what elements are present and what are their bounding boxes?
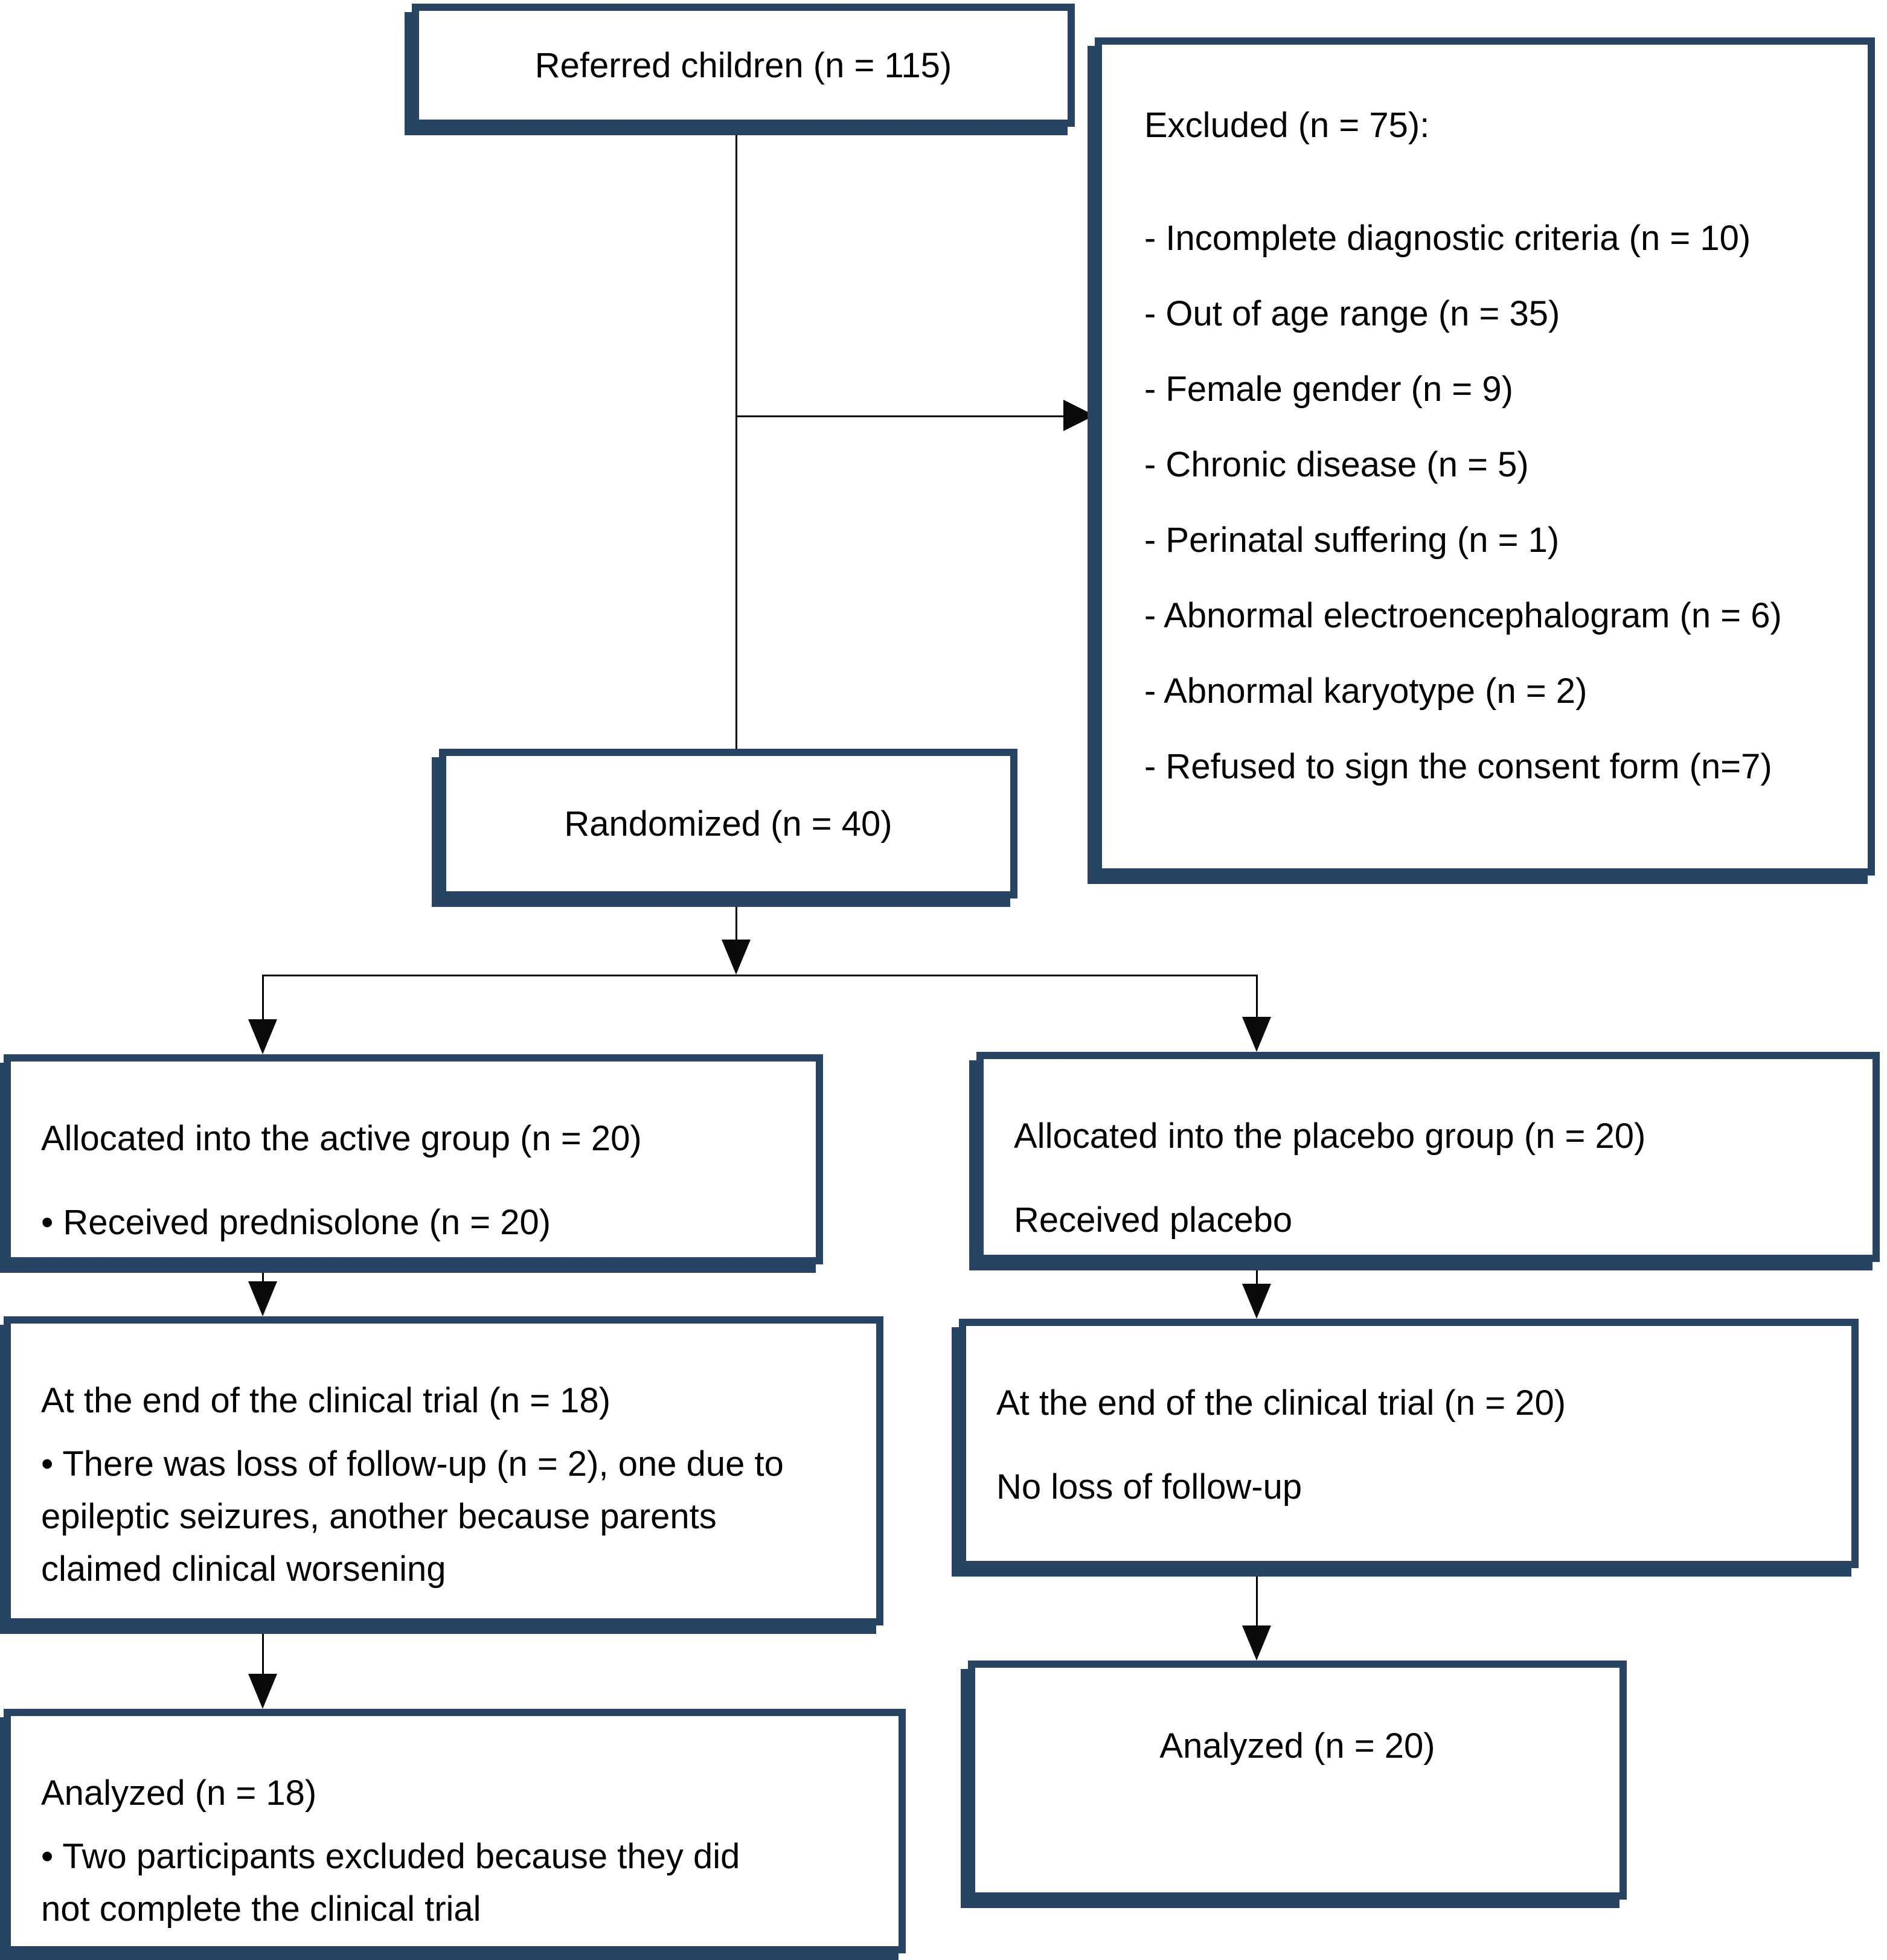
analyzed-placebo-box: Analyzed (n = 20) — [968, 1661, 1627, 1900]
randomized-box: Randomized (n = 40) — [439, 749, 1017, 898]
allocated-placebo-title: Allocated into the placebo group (n = 20… — [1014, 1116, 1646, 1156]
excluded-box: Excluded (n = 75): - Incomplete diagnost… — [1095, 37, 1875, 876]
arrow-down-active-analyzed-icon — [248, 1674, 277, 1709]
arrow-down-placebo-analyzed-icon — [1242, 1625, 1271, 1661]
end-placebo-title: At the end of the clinical trial (n = 20… — [996, 1383, 1566, 1423]
connector-split-horizontal-line — [262, 975, 1257, 976]
excluded-item: - Female gender (n = 9) — [1144, 370, 1513, 409]
allocated-active-title: Allocated into the active group (n = 20) — [41, 1119, 642, 1158]
excluded-item: - Refused to sign the consent form (n=7) — [1144, 747, 1772, 786]
excluded-item: - Out of age range (n = 35) — [1144, 294, 1560, 333]
arrow-down-active-allocation-icon — [248, 1019, 277, 1054]
excluded-item: - Abnormal karyotype (n = 2) — [1144, 671, 1587, 711]
allocated-active-detail: • Received prednisolone (n = 20) — [41, 1203, 551, 1242]
allocated-active-box: Allocated into the active group (n = 20)… — [4, 1054, 823, 1264]
end-active-box: At the end of the clinical trial (n = 18… — [4, 1316, 883, 1625]
randomized-label: Randomized (n = 40) — [564, 804, 892, 844]
connector-active-to-analyzed-line — [262, 1625, 264, 1676]
arrow-down-placebo-allocation-icon — [1242, 1017, 1271, 1052]
connector-placebo-to-end-line — [1256, 1262, 1258, 1286]
allocated-placebo-box: Allocated into the placebo group (n = 20… — [976, 1052, 1880, 1262]
excluded-item: - Incomplete diagnostic criteria (n = 10… — [1144, 219, 1751, 258]
connector-placebo-to-analyzed-line — [1256, 1568, 1258, 1627]
referred-label: Referred children (n = 115) — [534, 45, 952, 85]
end-active-detail: • There was loss of follow-up (n = 2), o… — [41, 1444, 784, 1589]
allocated-placebo-detail: Received placebo — [1014, 1200, 1293, 1240]
arrow-down-split-icon — [722, 940, 751, 975]
analyzed-placebo-label: Analyzed (n = 20) — [1159, 1726, 1435, 1766]
connector-to-excluded-line — [735, 415, 1065, 417]
arrow-down-active-end-icon — [248, 1281, 277, 1316]
arrow-down-placebo-end-icon — [1242, 1284, 1271, 1319]
end-placebo-detail: No loss of follow-up — [996, 1467, 1302, 1507]
connector-active-to-end-line — [262, 1264, 264, 1285]
excluded-item: - Perinatal suffering (n = 1) — [1144, 520, 1560, 560]
connector-referred-to-randomized-line — [735, 127, 737, 749]
analyzed-active-title: Analyzed (n = 18) — [41, 1773, 317, 1813]
referred-box: Referred children (n = 115) — [412, 4, 1075, 127]
analyzed-active-detail: • Two participants excluded because they… — [41, 1837, 740, 1929]
excluded-item: - Abnormal electroencephalogram (n = 6) — [1144, 596, 1782, 635]
excluded-item: - Chronic disease (n = 5) — [1144, 445, 1529, 484]
connector-randomized-down-line — [735, 898, 737, 942]
end-placebo-box: At the end of the clinical trial (n = 20… — [959, 1319, 1859, 1568]
arrow-right-excluded-icon — [1063, 400, 1095, 431]
analyzed-active-box: Analyzed (n = 18) • Two participants exc… — [4, 1709, 906, 1953]
end-active-title: At the end of the clinical trial (n = 18… — [41, 1381, 611, 1420]
connector-split-to-active-line — [262, 975, 264, 1022]
connector-split-to-placebo-line — [1256, 975, 1258, 1019]
excluded-title: Excluded (n = 75): — [1144, 106, 1430, 145]
